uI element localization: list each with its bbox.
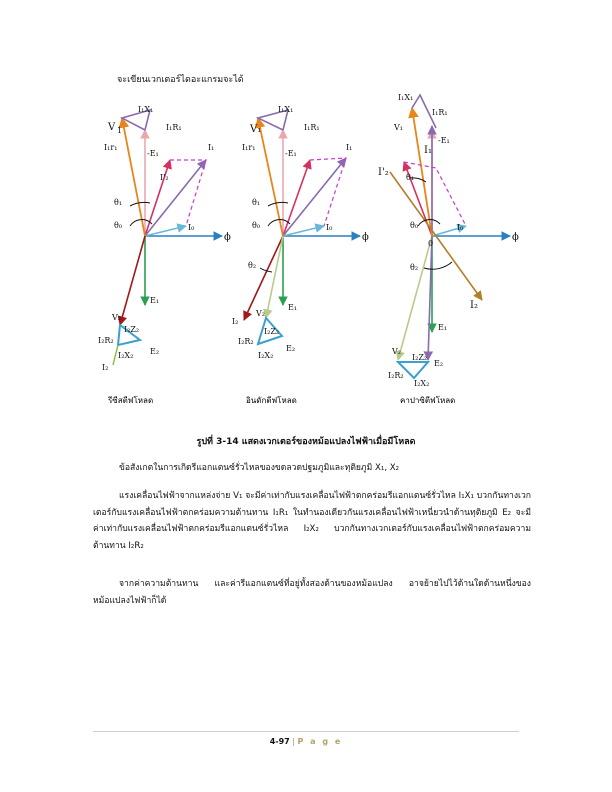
svg-text:I₁: I₁ [208, 143, 214, 152]
svg-text:0: 0 [428, 239, 433, 248]
leak-triangle-2 [116, 323, 143, 347]
svg-text:θ₁: θ₁ [406, 173, 414, 182]
paragraph-1: ข้อสังเกตในการเกิดรีแอกแตนซ์รั่วไหลของขด… [119, 463, 400, 473]
svg-text:I₂Z₂: I₂Z₂ [124, 325, 139, 334]
I0-vector [144, 223, 187, 237]
caption-capacitive: คาปาซิตีฟโหลด [400, 395, 455, 405]
intro-text: จะเขียนเวกเตอร์ไดอะแกรมจะได้ [117, 75, 244, 85]
footer-separator: | [292, 737, 295, 746]
figure-caption: รูปที่ 3-14 แสดงเวกเตอร์ของหม้อแปลงไฟฟ้า… [196, 437, 416, 447]
svg-text:θ₀: θ₀ [114, 221, 122, 230]
caption-inductive: อินดักตีฟโหลด [246, 395, 297, 405]
svg-text:-E₁: -E₁ [438, 136, 450, 145]
svg-text:1: 1 [117, 126, 122, 135]
svg-text:I₁X₁: I₁X₁ [398, 93, 413, 102]
page-number: 4-97 [269, 737, 290, 746]
svg-text:θ₀: θ₀ [410, 221, 418, 230]
diagram-inductive: V₁ I₁X₁ I₁R₁ I₁r₁ -E₁ I₁ θ₁ θ₀ I₀ ϕ θ₂ E… [232, 105, 369, 360]
svg-text:I₂R₂: I₂R₂ [388, 371, 404, 380]
svg-text:I₂X₂: I₂X₂ [414, 379, 429, 388]
svg-text:E₂: E₂ [286, 344, 295, 353]
svg-text:V₂: V₂ [255, 309, 265, 318]
V1-vector [118, 116, 146, 237]
svg-text:E₁: E₁ [438, 323, 447, 332]
footer-divider [93, 731, 519, 732]
paragraph-3: จากค่าความต้านทาน และค่ารีแอกแตนซ์ที่อยู… [93, 579, 531, 606]
svg-text:ϕ: ϕ [224, 232, 231, 243]
svg-text:V₁: V₁ [393, 123, 403, 132]
svg-text:θ₁: θ₁ [114, 198, 122, 207]
svg-text:V₂: V₂ [391, 347, 401, 356]
svg-text:θ₂: θ₂ [410, 263, 418, 272]
svg-text:I₀: I₀ [188, 223, 194, 232]
svg-text:ϕ: ϕ [512, 232, 519, 243]
svg-text:I₂X₂: I₂X₂ [118, 351, 133, 360]
svg-text:θ₁: θ₁ [252, 198, 260, 207]
svg-text:I'₂: I'₂ [378, 167, 389, 178]
svg-text:V₁: V₁ [249, 124, 261, 135]
svg-text:-E₁: -E₁ [147, 149, 159, 158]
I2p-vector [144, 159, 172, 237]
svg-text:I₁: I₁ [424, 145, 432, 156]
svg-text:I₁: I₁ [346, 143, 352, 152]
page-footer: 4-97 | P a g e [0, 737, 612, 746]
svg-text:I₂: I₂ [470, 300, 478, 311]
svg-text:I₁r₁: I₁r₁ [104, 143, 117, 152]
svg-text:I₁R₁: I₁R₁ [166, 123, 182, 132]
svg-text:I₁X₁: I₁X₁ [278, 105, 293, 114]
V2-vector [117, 235, 146, 326]
diagram-capacitive: I₁X₁ I₁R₁ V₁ -E₁ I₁ I'₂ θ₁ θ₀ I₀ ϕ 0 θ₂ … [378, 93, 519, 388]
svg-text:ϕ: ϕ [362, 232, 369, 243]
svg-text:I'₂: I'₂ [160, 173, 169, 182]
svg-text:I₂: I₂ [102, 363, 108, 372]
svg-text:E₁: E₁ [288, 303, 297, 312]
I1-vector [144, 159, 207, 237]
svg-text:E₁: E₁ [150, 296, 159, 305]
svg-text:I₂Z₂: I₂Z₂ [412, 353, 427, 362]
svg-text:-E₁: -E₁ [285, 149, 297, 158]
svg-text:I₁R₁: I₁R₁ [432, 108, 448, 117]
dashed-parallelogram [170, 159, 207, 227]
svg-text:θ₀: θ₀ [252, 221, 260, 230]
svg-text:V₂: V₂ [111, 313, 121, 322]
page-word: P a g e [297, 737, 343, 746]
svg-text:I₁r₁: I₁r₁ [242, 143, 255, 152]
leak-triangle-1 [119, 108, 152, 131]
svg-text:I₁R₁: I₁R₁ [304, 123, 320, 132]
svg-text:I₂R₂: I₂R₂ [238, 337, 254, 346]
svg-text:I₀: I₀ [457, 223, 463, 232]
svg-text:I₂: I₂ [232, 317, 238, 326]
svg-text:I₀: I₀ [326, 223, 332, 232]
svg-text:E₂: E₂ [150, 347, 159, 356]
svg-text:θ₂: θ₂ [248, 261, 256, 270]
svg-text:E₂: E₂ [434, 359, 443, 368]
svg-text:I₂X₂: I₂X₂ [258, 351, 273, 360]
svg-text:V: V [107, 122, 116, 133]
svg-text:I₁X₁: I₁X₁ [138, 105, 153, 114]
caption-resistive: รีซีสตีฟโหลด [107, 395, 153, 405]
paragraph-2: แรงเคลื่อนไฟฟ้าจากแหล่งจ่าย V₁ จะมีค่าเท… [93, 491, 531, 551]
svg-text:I₂Z₂: I₂Z₂ [264, 327, 279, 336]
svg-text:I₂R₂: I₂R₂ [98, 336, 114, 345]
